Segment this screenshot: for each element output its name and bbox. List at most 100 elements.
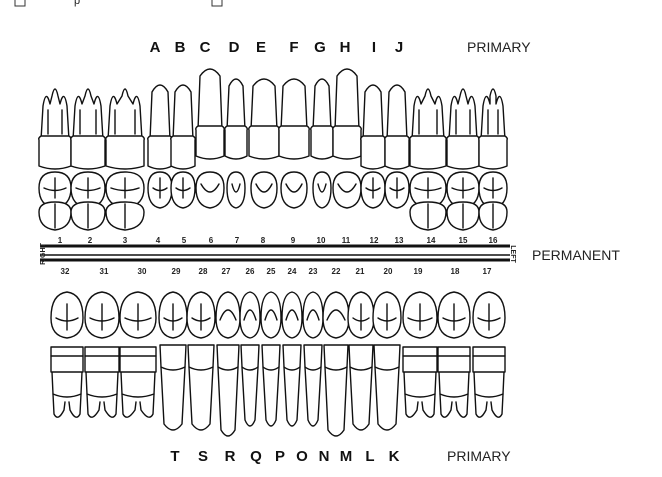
lower-tooth-number: 26	[246, 267, 255, 276]
lower-primary-letter: R	[225, 448, 236, 465]
upper-tooth-number: 13	[395, 236, 404, 245]
upper-tooth-number: 5	[182, 236, 187, 245]
upper-tooth	[410, 89, 447, 230]
top-fragment-text: p	[74, 0, 80, 7]
lower-primary-letter: K	[389, 448, 400, 465]
lower-tooth-number: 27	[222, 267, 231, 276]
upper-tooth	[71, 89, 106, 230]
upper-tooth	[479, 89, 508, 230]
upper-tooth	[196, 69, 225, 208]
lower-tooth-number: 30	[138, 267, 147, 276]
lower-tooth-number: 25	[267, 267, 276, 276]
upper-tooth-number: 1	[58, 236, 63, 245]
lower-tooth	[373, 292, 401, 430]
lower-tooth	[282, 292, 302, 426]
lower-arch	[51, 292, 505, 436]
lower-primary-letter: T	[170, 448, 179, 465]
top-checkbox-right	[212, 0, 222, 6]
upper-tooth-number: 4	[156, 236, 161, 245]
lower-tooth-number: 21	[356, 267, 365, 276]
upper-primary-letter: B	[175, 39, 186, 56]
upper-tooth	[148, 85, 173, 208]
lower-tooth-number: 28	[199, 267, 208, 276]
lower-tooth-number: 23	[309, 267, 318, 276]
upper-primary-letter: E	[256, 39, 266, 56]
primary-lower-label: PRIMARY	[447, 448, 511, 464]
lower-tooth	[323, 292, 349, 436]
divider	[40, 246, 510, 260]
lower-tooth-number: 29	[172, 267, 181, 276]
lower-tooth	[159, 292, 187, 430]
lower-tooth-number: 22	[332, 267, 341, 276]
lower-primary-letter: Q	[250, 448, 262, 465]
lower-tooth	[51, 292, 83, 417]
lower-tooth-number: 18	[451, 267, 460, 276]
upper-tooth-number: 2	[88, 236, 93, 245]
upper-tooth	[39, 89, 72, 230]
lower-tooth-number: 19	[414, 267, 423, 276]
upper-primary-letter: G	[314, 39, 326, 56]
lower-tooth	[348, 292, 374, 430]
lower-tooth	[187, 292, 215, 430]
upper-arch	[39, 69, 508, 230]
upper-tooth	[385, 85, 410, 208]
permanent-label: PERMANENT	[532, 247, 620, 263]
upper-tooth	[225, 79, 248, 208]
lower-tooth	[85, 292, 119, 417]
upper-tooth-number: 11	[342, 236, 351, 245]
upper-tooth-number: 10	[317, 236, 326, 245]
upper-tooth	[333, 69, 362, 208]
lower-primary-letter: O	[296, 448, 308, 465]
upper-primary-letter: A	[150, 39, 161, 56]
upper-tooth	[249, 79, 280, 208]
lower-tooth	[216, 292, 240, 436]
lower-tooth-number: 24	[288, 267, 297, 276]
lower-primary-letter: M	[340, 448, 353, 465]
upper-tooth-number: 16	[489, 236, 498, 245]
top-checkbox-left	[15, 0, 25, 6]
upper-primary-letter: J	[395, 39, 403, 56]
upper-tooth-number: 3	[123, 236, 128, 245]
upper-primary-letter: D	[229, 39, 240, 56]
upper-tooth-number: 8	[261, 236, 266, 245]
right-side-label: RIGHT	[40, 242, 47, 265]
upper-tooth-number: 9	[291, 236, 296, 245]
upper-tooth	[311, 79, 334, 208]
lower-tooth	[303, 292, 323, 426]
upper-tooth-number: 12	[370, 236, 379, 245]
upper-tooth	[279, 79, 310, 208]
lower-tooth-number: 32	[61, 267, 70, 276]
upper-tooth	[447, 89, 480, 230]
lower-tooth	[120, 292, 156, 417]
upper-primary-letter: I	[372, 39, 376, 56]
lower-tooth-number: 17	[483, 267, 492, 276]
upper-tooth-number: 7	[235, 236, 240, 245]
lower-tooth-number: 20	[384, 267, 393, 276]
upper-tooth	[361, 85, 386, 208]
left-side-label: LEFT	[509, 245, 516, 263]
upper-primary-letter: F	[289, 39, 298, 56]
lower-primary-letter: L	[365, 448, 374, 465]
lower-tooth	[261, 292, 281, 426]
upper-primary-letter: C	[200, 39, 211, 56]
lower-tooth-number: 31	[100, 267, 109, 276]
lower-primary-letter: N	[319, 448, 330, 465]
lower-tooth	[473, 292, 505, 417]
upper-primary-letter: H	[340, 39, 351, 56]
upper-tooth-number: 14	[427, 236, 436, 245]
lower-tooth	[240, 292, 260, 426]
upper-tooth	[171, 85, 196, 208]
lower-tooth	[438, 292, 470, 417]
lower-tooth	[403, 292, 437, 417]
lower-tooth-numbers: 32 31 30 29 28 27 26 25 24 23 22 21 20 19 18 17	[61, 267, 492, 276]
upper-tooth-number: 6	[209, 236, 214, 245]
upper-tooth-number: 15	[459, 236, 468, 245]
lower-primary-letter: S	[198, 448, 208, 465]
upper-tooth	[106, 89, 145, 230]
lower-primary-letter: P	[275, 448, 285, 465]
primary-upper-label: PRIMARY	[467, 39, 531, 55]
